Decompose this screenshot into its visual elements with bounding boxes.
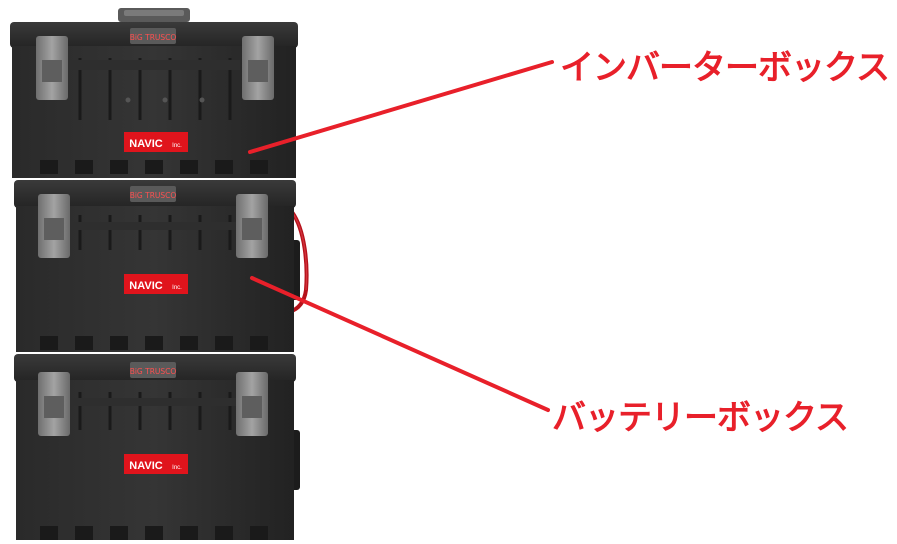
navic-badge-sub: Inc. bbox=[172, 143, 182, 149]
battery-box bbox=[14, 180, 296, 352]
navic-badge-text: NAVIC bbox=[129, 280, 162, 292]
inverter-box-label: インバーターボックス bbox=[560, 48, 890, 88]
battery-box-label: バッテリーボックス bbox=[552, 398, 849, 438]
navic-badge-text: NAVIC bbox=[129, 138, 162, 150]
navic-badge-sub: Inc. bbox=[172, 285, 182, 291]
battery-callout-line bbox=[250, 276, 550, 412]
brand-plate-text: BiG TRUSCO bbox=[130, 367, 177, 376]
inverter-box bbox=[10, 8, 298, 178]
brand-plate-text: BiG TRUSCO bbox=[130, 33, 177, 42]
battery-box bbox=[14, 354, 296, 540]
inverter-callout-line bbox=[248, 60, 554, 154]
navic-badge-text: NAVIC bbox=[129, 460, 162, 472]
brand-plate-text: BiG TRUSCO bbox=[130, 191, 177, 200]
navic-badge-sub: Inc. bbox=[172, 465, 182, 471]
